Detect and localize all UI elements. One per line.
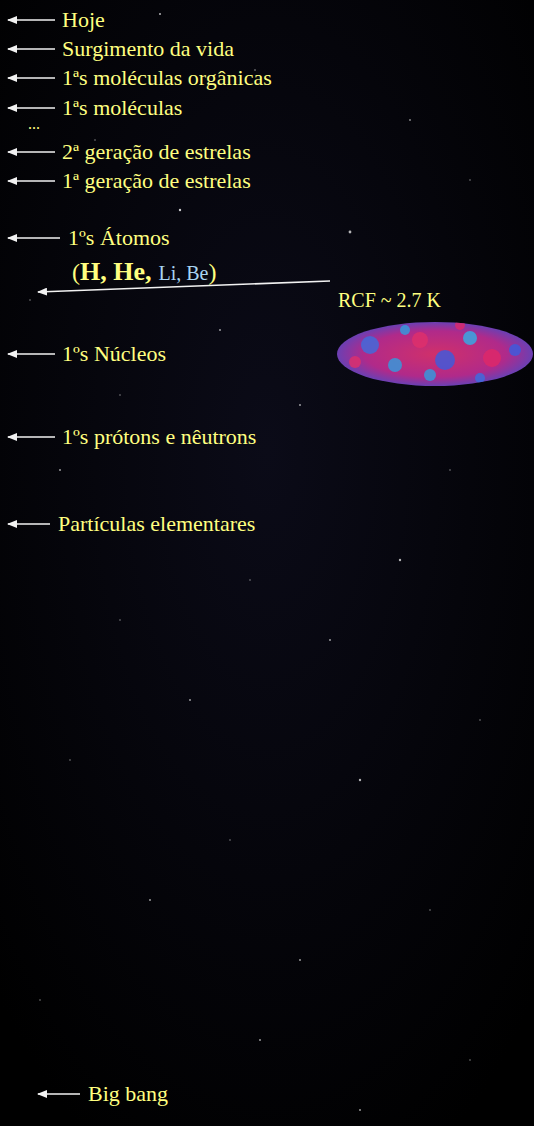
cmb-label: RCF ~ 2.7 K (338, 286, 441, 314)
element-list: (H, He, Li, Be) (72, 256, 217, 291)
element-symbols: H, He, (80, 257, 152, 286)
label-stars-1: 1ª geração de estrelas (62, 167, 251, 195)
paren: ( (72, 259, 80, 285)
cmb-map (337, 320, 533, 386)
label-nuclei: 1ºs Núcleos (62, 340, 166, 368)
element-symbols: Li, Be (159, 262, 209, 284)
ellipsis: ... (28, 110, 40, 138)
label-particles: Partículas elementares (58, 510, 255, 538)
label-big-bang: Big bang (88, 1080, 168, 1108)
paren: ) (209, 259, 217, 285)
label-atoms: 1ºs Átomos (68, 224, 170, 252)
label-now: Hoje (62, 6, 105, 34)
label-life: Surgimento da vida (62, 35, 234, 63)
label-molecules: 1ªs moléculas (62, 94, 182, 122)
label-nucleons: 1ºs prótons e nêutrons (62, 423, 256, 451)
label-organic: 1ªs moléculas orgânicas (62, 64, 272, 92)
label-stars-2: 2ª geração de estrelas (62, 138, 251, 166)
